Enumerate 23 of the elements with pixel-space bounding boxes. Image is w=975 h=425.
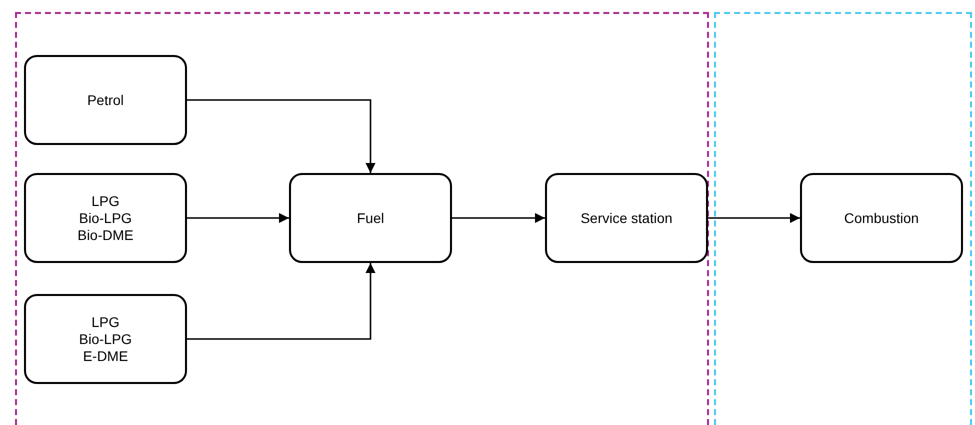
box-label: Petrol <box>87 92 124 108</box>
arrow <box>452 213 545 223</box>
process-box <box>545 173 708 263</box>
box-label: Combustion <box>844 210 919 226</box>
box-label: Bio-LPG <box>79 210 132 226</box>
process-box <box>800 173 963 263</box>
box-label: E-DME <box>82 348 128 364</box>
box-label: Fuel <box>356 210 384 226</box>
box-label: LPG <box>91 314 120 330</box>
arrow <box>187 99 376 173</box>
arrow <box>187 213 289 223</box>
arrow <box>187 263 376 340</box>
dashed-group-frame <box>15 12 709 425</box>
process-box <box>289 173 452 263</box>
box-label: Bio-DME <box>77 226 134 244</box>
box-label: Bio-LPG <box>79 330 132 348</box>
arrow <box>708 213 800 223</box>
process-box <box>24 294 187 384</box>
dashed-group-frame <box>714 12 972 425</box>
process-box <box>24 173 187 263</box>
process-box <box>24 55 187 145</box>
box-label: LPG <box>91 192 120 210</box>
box-label: Service station <box>580 210 672 226</box>
